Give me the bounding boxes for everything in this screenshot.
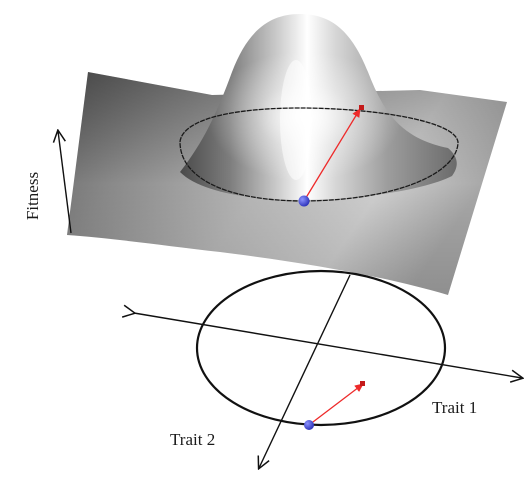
trait1-axis-label: Trait 1: [432, 398, 477, 417]
trait2-axis: [259, 275, 350, 468]
selection-vector-lower: [309, 384, 363, 425]
fitness-axis: [58, 131, 71, 233]
optimum-marker-upper: [359, 105, 364, 110]
fitness-axis-label: Fitness: [23, 172, 42, 220]
optimum-marker-lower: [360, 381, 365, 386]
population-point-lower: [304, 420, 314, 430]
fitness-contour-lower: [197, 271, 445, 425]
peak-sheen: [280, 60, 312, 180]
population-point-upper: [299, 196, 310, 207]
trait2-axis-label: Trait 2: [170, 430, 215, 449]
